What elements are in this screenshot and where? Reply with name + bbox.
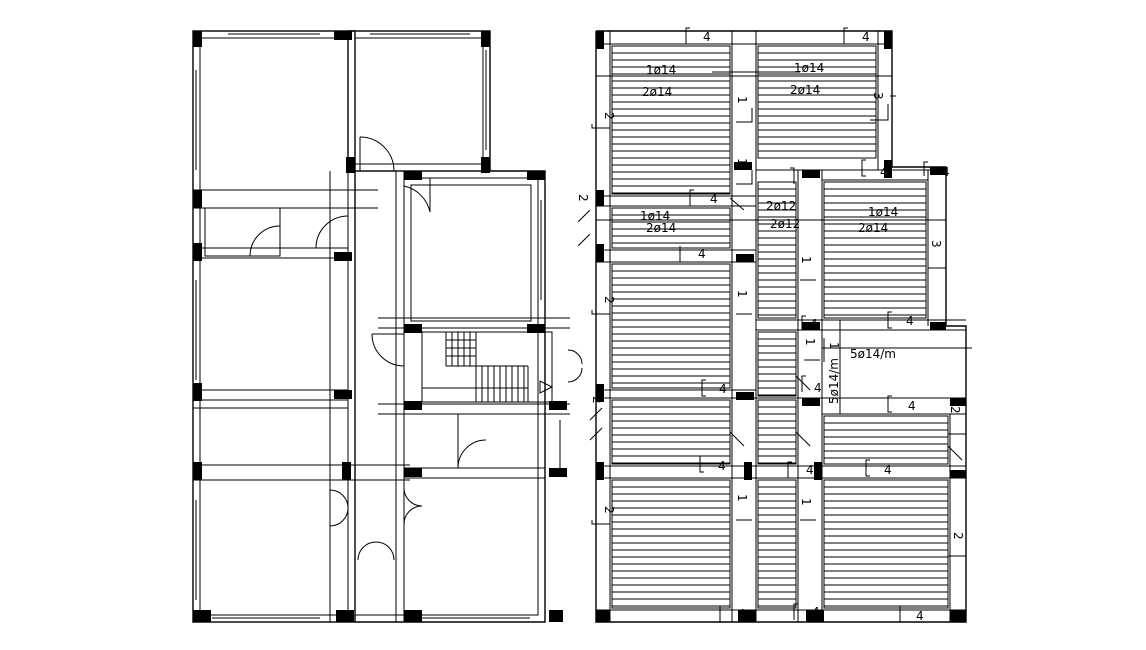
staircase [421, 331, 554, 403]
mark-4: 4 [738, 607, 746, 621]
mark-4: 4 [906, 314, 914, 328]
left-wing-outline [192, 30, 356, 623]
mark-4: 4 [916, 609, 924, 623]
slab-panel [611, 263, 731, 389]
mark-1: 1 [735, 494, 749, 502]
mark-4: 4 [710, 192, 718, 206]
mark-4: 4 [884, 463, 892, 477]
slab-panel [611, 45, 731, 195]
mark-4: 4 [810, 317, 818, 331]
annot-1o14-a: 1ø14 [646, 63, 676, 77]
mark-1: 1 [735, 290, 749, 298]
mark-2: 2 [602, 506, 616, 514]
mark-4: 4 [719, 382, 727, 396]
slab-panel [757, 399, 797, 465]
mark-2: 2 [590, 396, 604, 404]
annot-1o14-c: 1ø14 [640, 209, 670, 223]
bedroom [403, 177, 539, 329]
bar-annotations: 1ø14 2ø14 1ø14 2ø14 2ø12 2ø12 1ø14 2ø14 … [640, 61, 898, 404]
slab-panel [757, 331, 797, 397]
annot-2o14-b: 2ø14 [790, 83, 820, 97]
annot-1o14-b: 1ø14 [794, 61, 824, 75]
mark-2: 2 [576, 194, 590, 202]
annot-2o14-d: 2ø14 [858, 221, 888, 235]
mark-1: 1 [799, 498, 813, 506]
mark-2: 2 [951, 532, 965, 540]
mark-3: 3 [929, 240, 943, 248]
mark-4: 4 [814, 381, 822, 395]
annot-2o14-c: 2ø14 [646, 221, 676, 235]
mark-1: 1 [799, 256, 813, 264]
mark-2: 2 [602, 296, 616, 304]
slab-plan: 1ø14 2ø14 1ø14 2ø14 2ø12 2ø12 1ø14 2ø14 … [576, 27, 972, 623]
mark-1: 1 [803, 338, 817, 346]
mark-3: 3 [871, 92, 885, 100]
mark-1: 1 [735, 96, 749, 104]
mark-4: 4 [698, 247, 706, 261]
annot-5o14m-b: 5ø14/m [827, 358, 841, 404]
columns-slab [596, 31, 966, 622]
mark-1: 1 [827, 342, 841, 350]
upper-right-room [347, 30, 491, 172]
mark-4: 4 [880, 165, 888, 179]
mark-2: 2 [948, 406, 962, 414]
mark-4: 4 [908, 399, 916, 413]
door-swings [249, 136, 583, 561]
slab-panel [823, 415, 949, 465]
slab-panel [823, 479, 949, 609]
annot-2o12-b: 2ø12 [770, 217, 800, 231]
annot-5o14m-a: 5ø14/m [850, 347, 896, 361]
slab-panels [611, 45, 949, 609]
annot-2o14-a: 2ø14 [642, 85, 672, 99]
mark-4: 4 [703, 30, 711, 44]
slab-panel [757, 181, 797, 319]
stair-arrow-icon [539, 380, 554, 394]
slab-panel [611, 207, 731, 249]
slab-panel [611, 399, 731, 465]
slab-panel [611, 479, 731, 609]
mark-4: 4 [942, 165, 950, 179]
mark-4: 4 [812, 605, 820, 619]
columns-plan [193, 31, 567, 622]
annot-1o14-d: 1ø14 [868, 205, 898, 219]
annot-2o12-a: 2ø12 [766, 199, 796, 213]
slab-panel [757, 479, 797, 609]
floor-plan [192, 30, 583, 623]
mark-4: 4 [862, 30, 870, 44]
mark-2: 2 [602, 112, 616, 120]
mark-4: 4 [718, 459, 726, 473]
mark-4: 4 [806, 463, 814, 477]
bar-marks: 4 4 4 4 4 4 4 4 4 4 4 4 4 4 [576, 27, 966, 623]
slab-panel [823, 181, 927, 319]
closet [204, 207, 281, 257]
mark-1: 1 [735, 158, 749, 166]
